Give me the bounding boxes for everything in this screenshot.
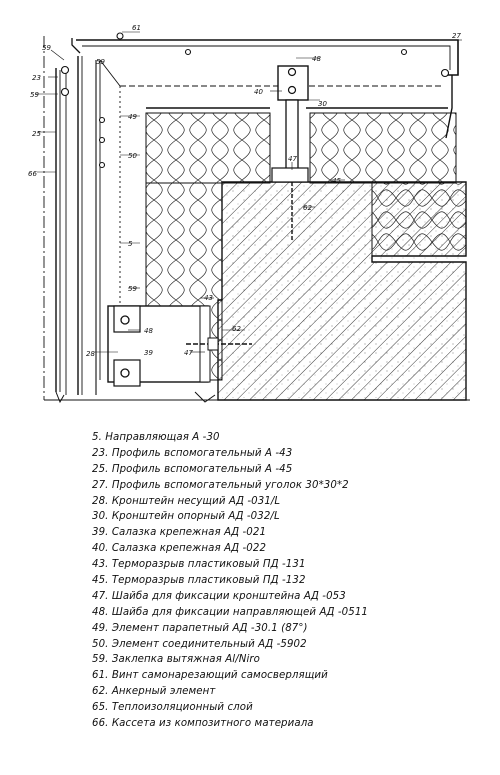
callout-45: 45	[332, 177, 341, 185]
legend-item-text: 47. Шайба для фиксации кронштейна АД -05…	[92, 590, 346, 602]
leader-lines	[35, 31, 462, 353]
legend-item: 59. Заклепка вытяжная Al/Niro	[92, 652, 492, 668]
callout-48: 48	[312, 55, 321, 63]
legend-item: 49. Элемент парапетный АД -30.1 (87°)	[92, 621, 492, 637]
callout-25: 25	[32, 130, 41, 138]
callout-59: 59	[96, 58, 105, 66]
legend-item: 62. Анкерный элемент	[92, 684, 492, 700]
legend-item-text: 61. Винт самонарезающий самосверлящий	[92, 670, 328, 682]
legend-item: 27. Профиль вспомогательный уголок 30*30…	[92, 478, 492, 494]
legend-item-text: 45. Терморазрыв пластиковый ПД -132	[92, 575, 306, 587]
callout-numbers: 61 59 59 23 59 25 66 49 50 5 27 48 40 30…	[28, 24, 461, 358]
legend-item: 28. Кронштейн несущий АД -031/L	[92, 494, 492, 510]
legend-item-text: 59. Заклепка вытяжная Al/Niro	[92, 654, 261, 666]
callout-28: 28	[86, 350, 95, 358]
callout-62: 62	[232, 325, 241, 333]
legend-item-text: 65. Теплоизоляционный слой	[92, 702, 253, 714]
callout-62: 62	[303, 204, 312, 212]
callout-59: 59	[30, 91, 39, 99]
callout-61: 61	[132, 24, 141, 32]
legend-item: 65. Теплоизоляционный слой	[92, 700, 492, 716]
legend-item: 40. Салазка крепежная АД -022	[92, 541, 492, 557]
callout-49: 49	[128, 113, 137, 121]
callout-59: 59	[42, 44, 51, 52]
legend-item-text: 27. Профиль вспомогательный уголок 30*30…	[92, 479, 349, 491]
callout-59: 59	[128, 285, 137, 293]
legend-item-text: 30. Кронштейн опорный АД -032/L	[92, 511, 280, 523]
legend-item-text: 5. Направляющая А -30	[92, 432, 220, 443]
legend-item: 23. Профиль вспомогательный А -43	[92, 446, 492, 462]
legend-item-text: 48. Шайба для фиксации направляющей АД -…	[92, 606, 369, 618]
legend-item-text: 49. Элемент парапетный АД -30.1 (87°)	[92, 622, 308, 634]
callout-40: 40	[254, 88, 263, 96]
top-bracket	[271, 65, 309, 240]
callout-66: 66	[28, 170, 37, 178]
legend-item-text: 25. Профиль вспомогательный А -45	[92, 463, 293, 475]
legend-item-text: 28. Кронштейн несущий АД -031/L	[92, 495, 281, 507]
legend-item: 5. Направляющая А -30	[92, 430, 492, 446]
callout-5: 5	[128, 240, 133, 248]
insulation-top	[145, 112, 467, 257]
legend-item-text: 23. Профиль вспомогательный А -43	[92, 447, 293, 459]
legend-item: 50. Элемент соединительный АД -5902	[92, 637, 492, 653]
legend-item: 30. Кронштейн опорный АД -032/L	[92, 509, 492, 525]
legend-item-text: 43. Терморазрыв пластиковый ПД -131	[92, 559, 306, 571]
legend-item: 45. Терморазрыв пластиковый ПД -132	[92, 573, 492, 589]
legend-item: 48. Шайба для фиксации направляющей АД -…	[92, 605, 492, 621]
callout-50: 50	[128, 152, 137, 160]
parts-legend: 5. Направляющая А -30 23. Профиль вспомо…	[92, 430, 492, 732]
legend-item-text: 50. Элемент соединительный АД -5902	[92, 638, 307, 650]
legend-item: 25. Профиль вспомогательный А -45	[92, 462, 492, 478]
parapet-cap	[71, 38, 459, 139]
callout-47: 47	[184, 349, 193, 357]
callout-30: 30	[318, 100, 327, 108]
bottom-bracket	[107, 305, 252, 387]
callout-27: 27	[452, 32, 461, 40]
legend-item: 43. Терморазрыв пластиковый ПД -131	[92, 557, 492, 573]
legend-item-text: 66. Кассета из композитного материала	[92, 718, 314, 730]
legend-item: 39. Салазка крепежная АД -021	[92, 525, 492, 541]
legend-item-text: 40. Салазка крепежная АД -022	[92, 543, 267, 555]
legend-item: 47. Шайба для фиксации кронштейна АД -05…	[92, 589, 492, 605]
callout-39: 39	[144, 349, 153, 357]
legend-item: 66. Кассета из композитного материала	[92, 716, 492, 732]
legend-item-text: 39. Салазка крепежная АД -021	[92, 527, 267, 539]
fasteners	[60, 32, 450, 169]
callout-47: 47	[288, 155, 297, 163]
callout-43: 43	[204, 294, 213, 302]
legend-item: 61. Винт самонарезающий самосверлящий	[92, 668, 492, 684]
facade-cassette	[43, 36, 470, 404]
callout-48: 48	[144, 327, 153, 335]
parapet-section-drawing: 61 59 59 23 59 25 66 49 50 5 27 48 40 30…	[28, 24, 470, 404]
legend-item-text: 62. Анкерный элемент	[92, 686, 216, 698]
callout-23: 23	[32, 74, 41, 82]
